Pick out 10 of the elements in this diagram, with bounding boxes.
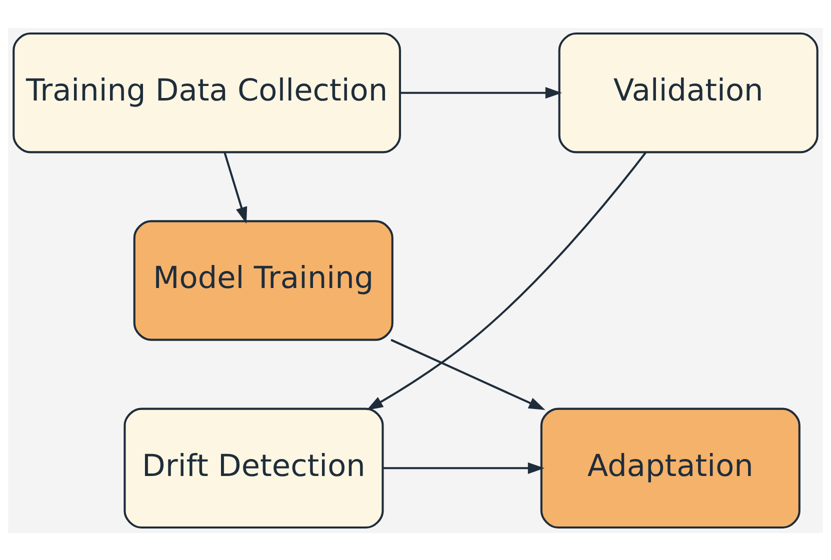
node-box: Adaptation xyxy=(540,407,800,528)
arrow xyxy=(390,338,546,410)
arrow xyxy=(224,151,248,224)
arrow xyxy=(400,86,562,98)
arrow xyxy=(383,462,544,474)
node-box: Validation xyxy=(558,32,818,153)
node-box: Model Training xyxy=(133,220,394,340)
node-box: Drift Detection xyxy=(124,407,384,528)
node-box: Training Data Collection xyxy=(12,32,402,153)
arrow xyxy=(366,152,646,410)
